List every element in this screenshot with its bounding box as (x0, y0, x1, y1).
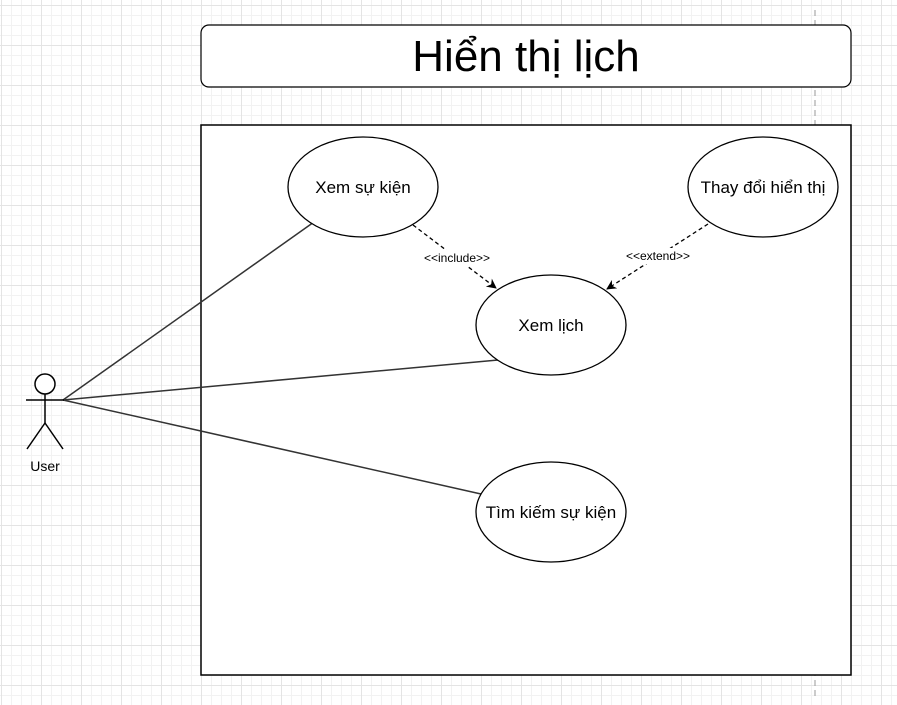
title-box[interactable]: Hiển thị lịch (200, 24, 852, 88)
use-case-label: Tìm kiếm sự kiện (486, 503, 616, 522)
extend-label: <<extend>> (626, 249, 690, 263)
use-case-search-events[interactable]: Tìm kiếm sự kiện (475, 461, 627, 563)
actor-right-leg (44, 422, 64, 450)
use-case-label: Thay đổi hiển thị (701, 178, 826, 197)
actor-label: User (30, 458, 60, 474)
use-case-label: Xem sự kiện (315, 178, 410, 197)
actor-user[interactable] (26, 373, 64, 450)
actor-head (34, 373, 56, 395)
use-case-change-display[interactable]: Thay đổi hiển thị (687, 136, 839, 238)
use-case-view-events[interactable]: Xem sự kiện (287, 136, 439, 238)
association-user-search-events[interactable] (62, 399, 482, 495)
association-user-view-events[interactable] (62, 221, 315, 401)
include-label: <<include>> (424, 251, 490, 265)
extend-arrow[interactable] (606, 223, 709, 290)
use-case-view-calendar[interactable]: Xem lịch (475, 274, 627, 376)
diagram-title: Hiển thị lịch (412, 32, 639, 81)
use-case-label: Xem lịch (518, 316, 583, 335)
association-user-view-calendar[interactable] (62, 359, 499, 401)
actor-left-leg (26, 422, 46, 450)
